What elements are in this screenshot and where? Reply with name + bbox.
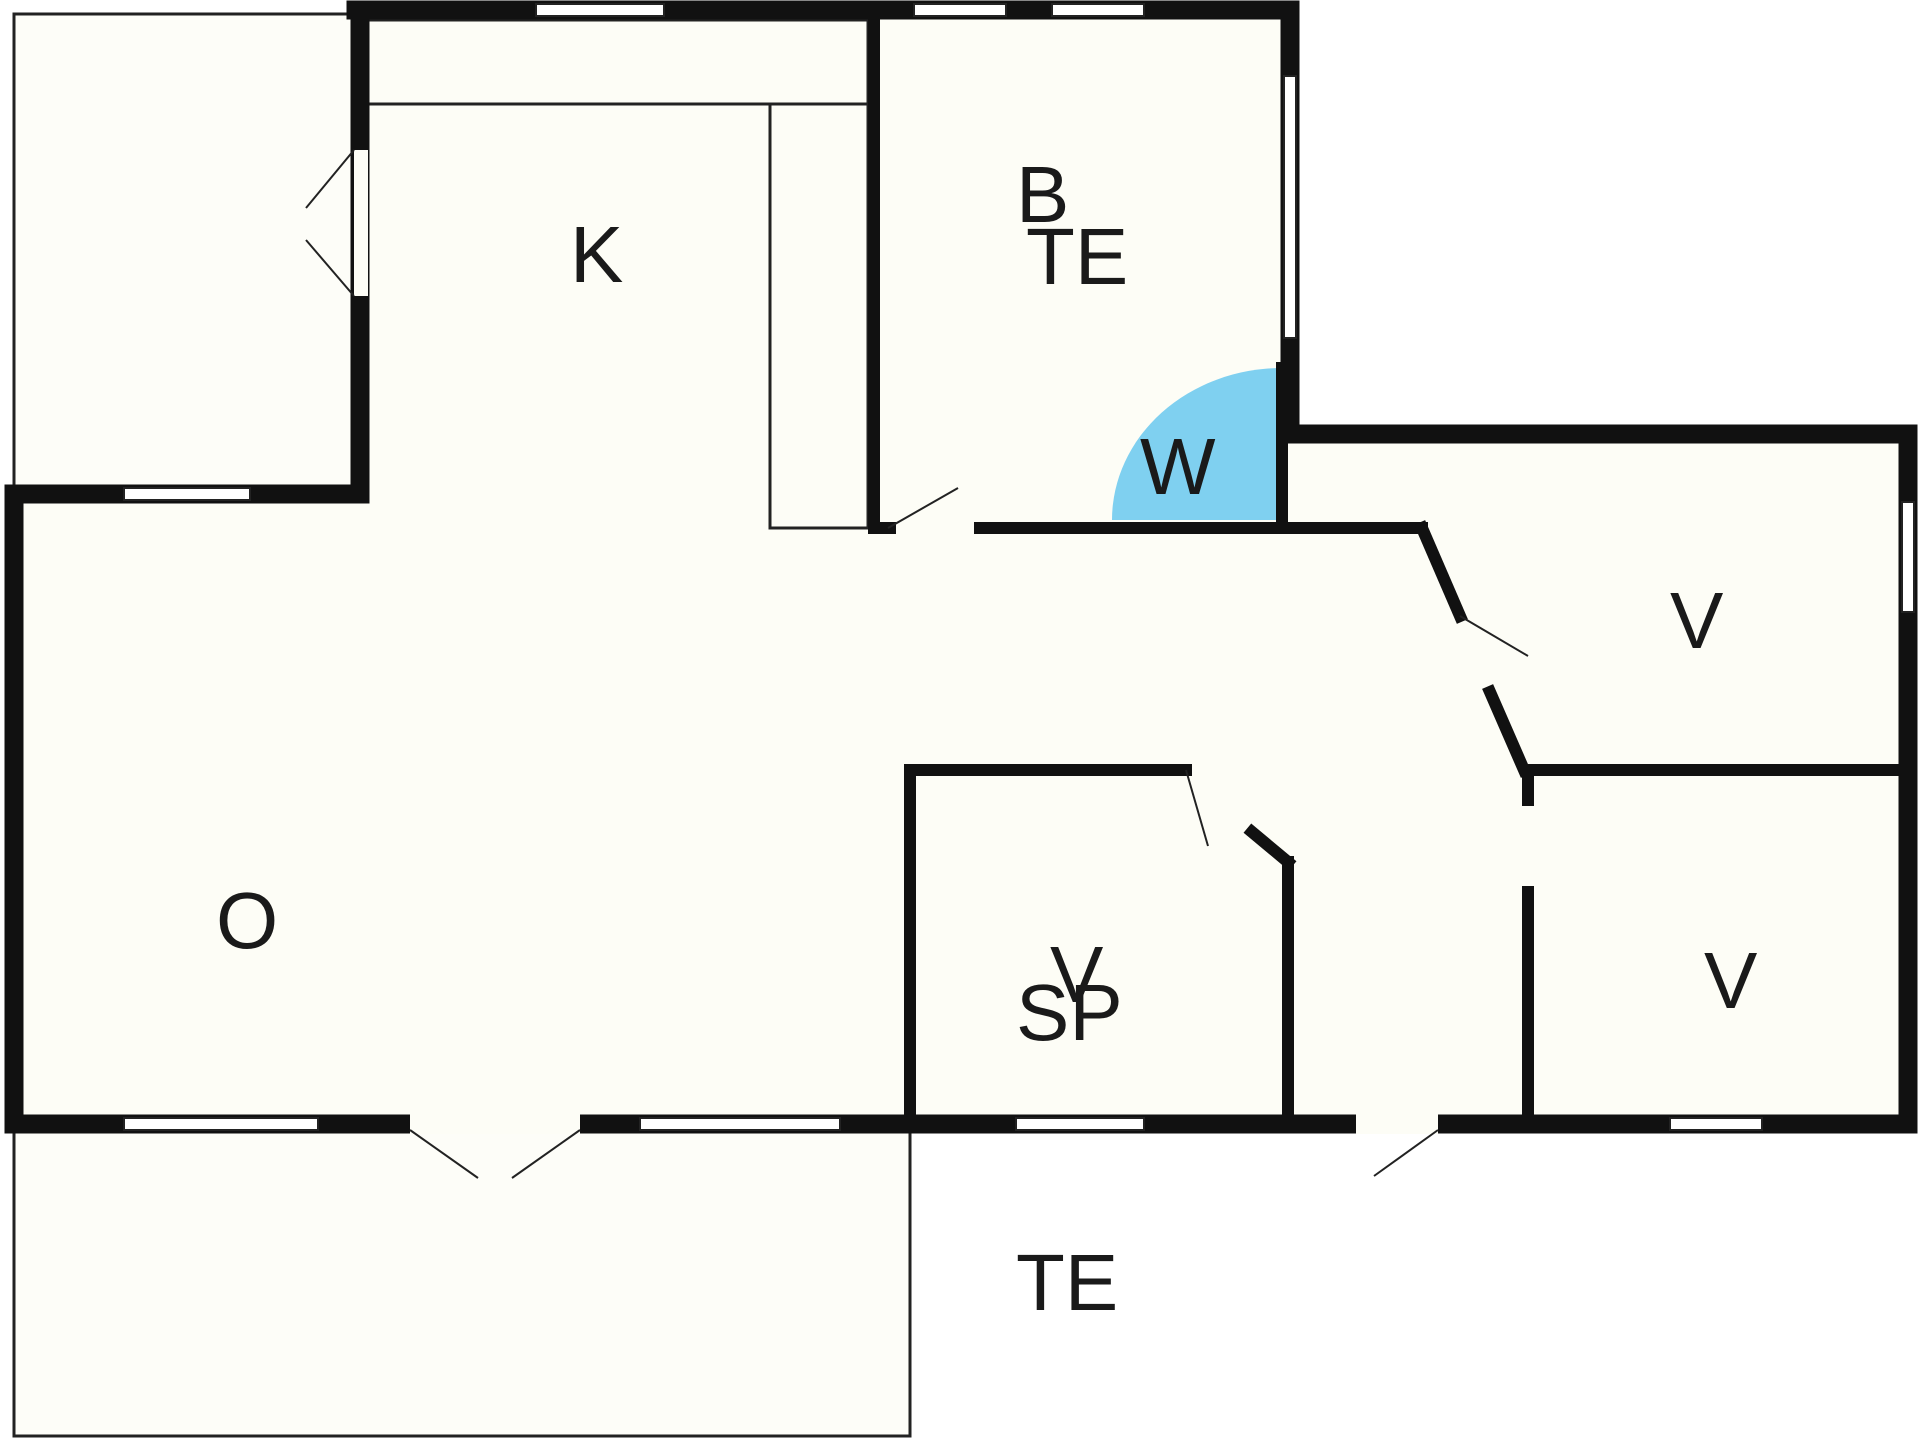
door-openings (354, 150, 1438, 1134)
room-label-storage-v: V (1050, 930, 1104, 1019)
terrace-bottom-left (12, 1128, 912, 1438)
windows (123, 3, 1915, 1131)
room-label-bedroom-2: V (1704, 936, 1758, 1025)
room-label-bathroom-b: B (1016, 150, 1069, 239)
door-swings (305, 149, 1529, 1179)
room-label-storage-sp: SP (1016, 968, 1123, 1057)
room-label-wc: W (1140, 422, 1216, 511)
terrace-top-left (12, 12, 362, 496)
interior-floor (14, 12, 1908, 1122)
room-label-bathroom-te: TE (1026, 212, 1128, 301)
room-label-kitchen: K (570, 210, 623, 299)
wc-fixture (1112, 368, 1282, 520)
room-label-living: O (216, 876, 278, 965)
room-label-terrace: TE (1016, 1238, 1118, 1327)
room-label-bedroom-1: V (1670, 576, 1724, 665)
